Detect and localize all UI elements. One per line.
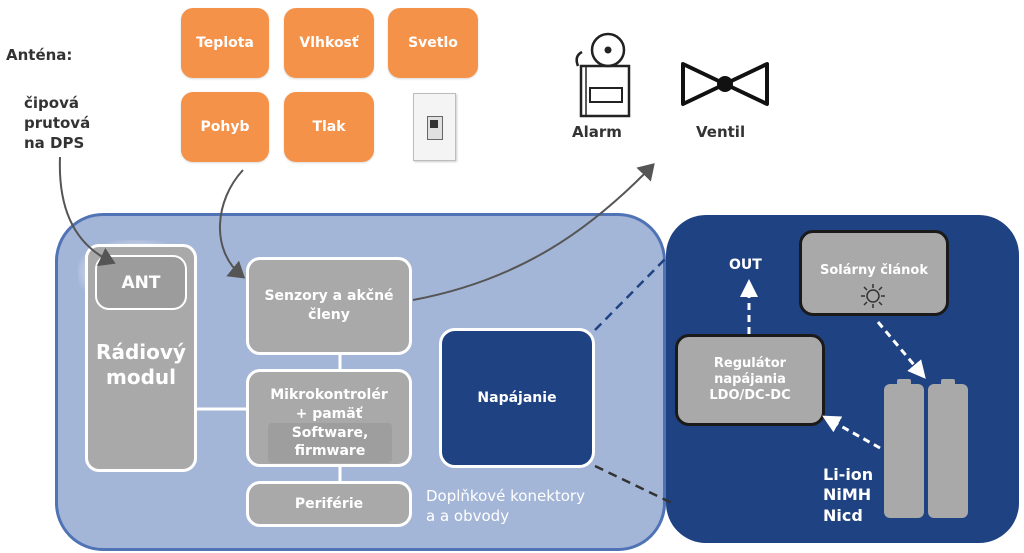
solar-to-battery-arrow (876, 321, 926, 379)
sensor-teplota: Teplota (181, 8, 269, 78)
sensors-actuators-block: Senzory a akčné členy (246, 257, 412, 355)
periphery-block: Periférie (246, 481, 412, 527)
battery-to-regulator-arrow (822, 415, 881, 450)
valve-icon (681, 62, 769, 106)
antenna-title: Anténa: (6, 46, 73, 64)
battery-cell-1 (884, 384, 924, 518)
software-label-line2: firmware (294, 443, 366, 459)
regulator-label-line3: LDO/DC-DC (709, 388, 791, 403)
zoom-line-top (594, 251, 673, 331)
actuator-ventil-label: Ventil (696, 123, 746, 141)
radio-module-label-line1: Rádiový (96, 340, 186, 364)
sun-icon (861, 284, 885, 308)
power-block: Napájanie (439, 328, 595, 468)
battery-cell-2 (928, 384, 968, 518)
sensors-block-label-line2: členy (308, 307, 350, 323)
actuator-arrow (412, 163, 655, 301)
radio-module-label-line2: modul (106, 365, 176, 389)
battery-cell-2-terminal (941, 379, 955, 386)
antenna-type-pcb: na DPS (24, 134, 85, 152)
mcu-label-line2: + pamäť (295, 406, 363, 422)
software-label-line1: Software, (291, 425, 369, 441)
regulator-label-line1: Regulátor (713, 356, 787, 371)
regulator-label-line2: napájania (714, 372, 786, 387)
antenna-type-rod: prutová (24, 114, 91, 132)
software-box (268, 423, 392, 463)
battery-type-liion: Li-ion (823, 465, 874, 484)
light-switch-icon (413, 93, 456, 161)
battery-type-nimh: NiMH (823, 485, 872, 504)
regulator-block: Regulátor napájania LDO/DC-DC (675, 334, 825, 426)
actuator-alarm-label: Alarm (572, 123, 622, 141)
battery-cell-1-terminal (897, 379, 911, 386)
sensor-arrow (219, 169, 246, 279)
sensor-pohyb: Pohyb (181, 92, 269, 162)
solar-cell-label: Solárny článok (820, 263, 928, 278)
extras-label-line1: Doplňkové konektory (426, 487, 585, 505)
antenna-type-chip: čipová (24, 94, 79, 112)
extras-label-line2: a a obvody (426, 507, 510, 525)
mcu-label-line1: Mikrokontrolér (270, 387, 388, 403)
sensors-block-label-line1: Senzory a akčné (264, 288, 394, 304)
sensor-svetlo: Svetlo (388, 8, 478, 78)
alarm-bell-icon (575, 32, 631, 118)
zoom-line-bottom (594, 464, 673, 505)
sensor-tlak: Tlak (284, 92, 374, 162)
antenna-arrow (58, 156, 116, 267)
out-label: OUT (729, 257, 762, 273)
sensor-vlhkost: Vlhkosť (284, 8, 374, 78)
battery-type-nicd: Nicd (823, 506, 863, 525)
